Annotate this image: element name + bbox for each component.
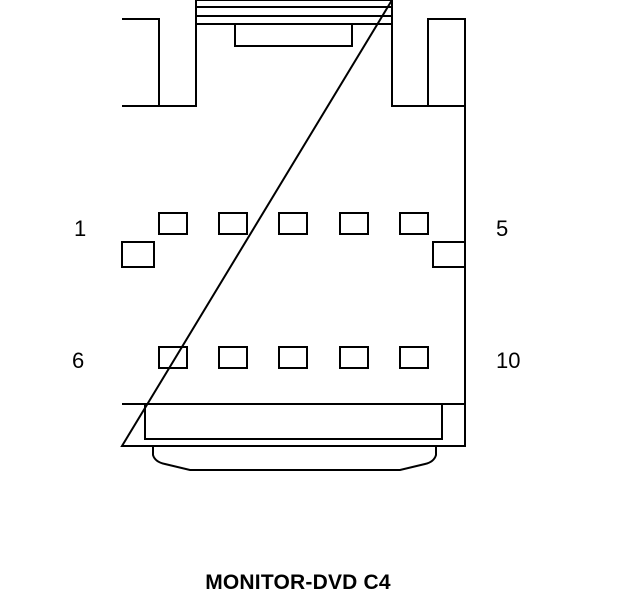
left-side-key: [121, 241, 155, 268]
pin-cavity-4: [339, 212, 369, 235]
pin-cavity-3: [278, 212, 308, 235]
pin-cavity-9: [339, 346, 369, 369]
pin-cavity-6: [158, 346, 188, 369]
pin-cavity-7: [218, 346, 248, 369]
connector-body: [120, 0, 466, 447]
pin-label-5: 5: [496, 216, 509, 241]
pin-label-1: 1: [74, 216, 87, 241]
pin-label-6: 6: [72, 348, 85, 373]
pin-cavity-2: [218, 212, 248, 235]
top-lock-tab: [195, 0, 393, 25]
lock-tab-slot: [234, 23, 353, 47]
connector-caption: MONITOR-DVD C4: [205, 571, 391, 594]
pin-cavity-10: [399, 346, 429, 369]
pin-label-10: 10: [496, 348, 521, 373]
pin-cavity-1: [158, 212, 188, 235]
bottom-inner-frame: [144, 403, 443, 440]
pin-cavity-5: [399, 212, 429, 235]
pin-cavity-8: [278, 346, 308, 369]
bottom-latch: [152, 446, 437, 471]
right-side-key: [432, 241, 466, 268]
